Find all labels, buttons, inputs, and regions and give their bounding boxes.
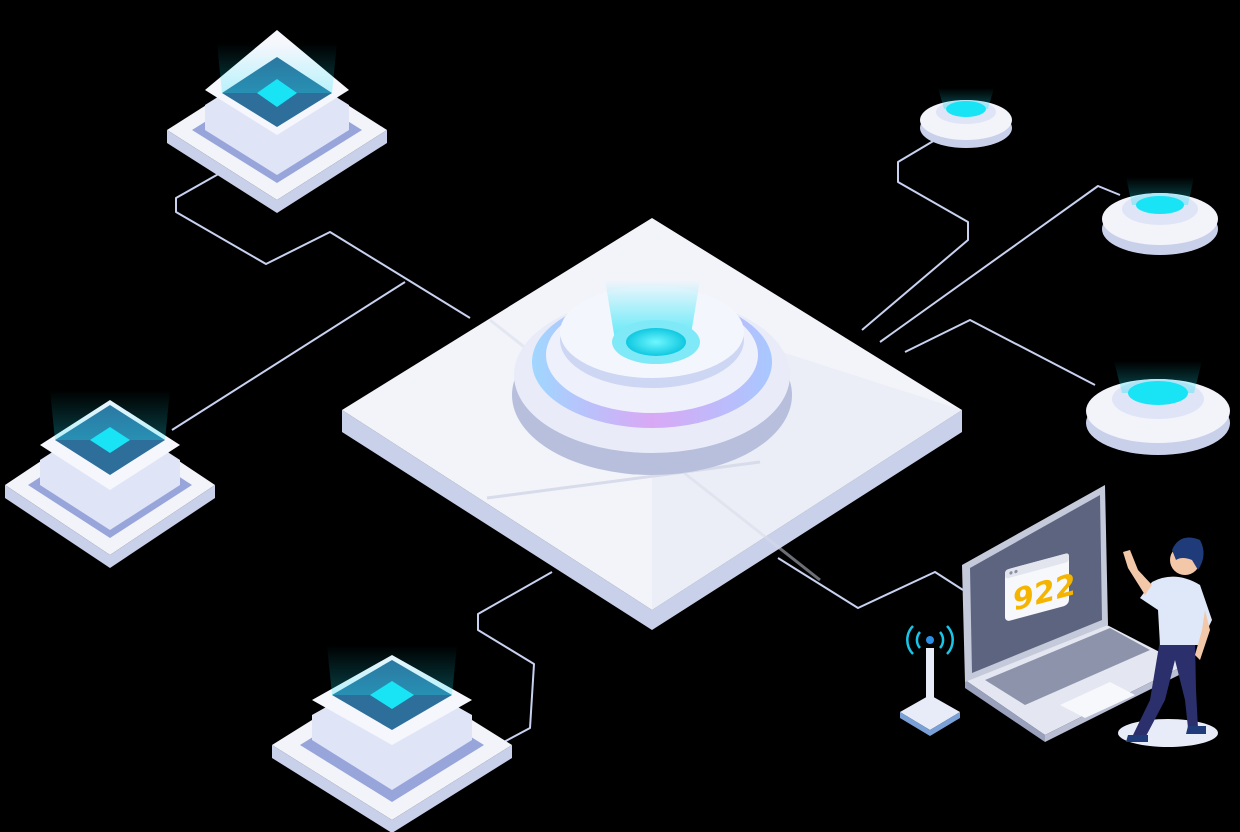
touchpad[interactable] bbox=[1060, 682, 1135, 718]
server-node-top-left bbox=[167, 30, 387, 213]
connector-lines bbox=[171, 139, 1121, 761]
keyboard bbox=[985, 628, 1150, 705]
round-node-right-lower bbox=[1086, 361, 1230, 455]
connector-left bbox=[171, 281, 406, 431]
round-node-top-right bbox=[920, 88, 1012, 148]
connector-laptop bbox=[777, 557, 964, 609]
laptop: 922 bbox=[962, 485, 1185, 742]
server-node-bottom bbox=[272, 645, 512, 832]
central-platform bbox=[342, 218, 962, 630]
wifi-signal-icon bbox=[926, 636, 934, 644]
connector-top-left bbox=[175, 171, 471, 319]
wifi-router bbox=[900, 625, 960, 736]
connector-top-right-2 bbox=[879, 185, 1121, 343]
connector-bottom bbox=[469, 571, 553, 761]
connector-top-right-1 bbox=[861, 139, 969, 331]
server-node-left bbox=[5, 390, 215, 568]
person-figure bbox=[1118, 537, 1218, 747]
round-node-right-upper bbox=[1102, 177, 1218, 255]
center-glow-icon bbox=[626, 328, 686, 356]
connector-right bbox=[904, 319, 1096, 386]
